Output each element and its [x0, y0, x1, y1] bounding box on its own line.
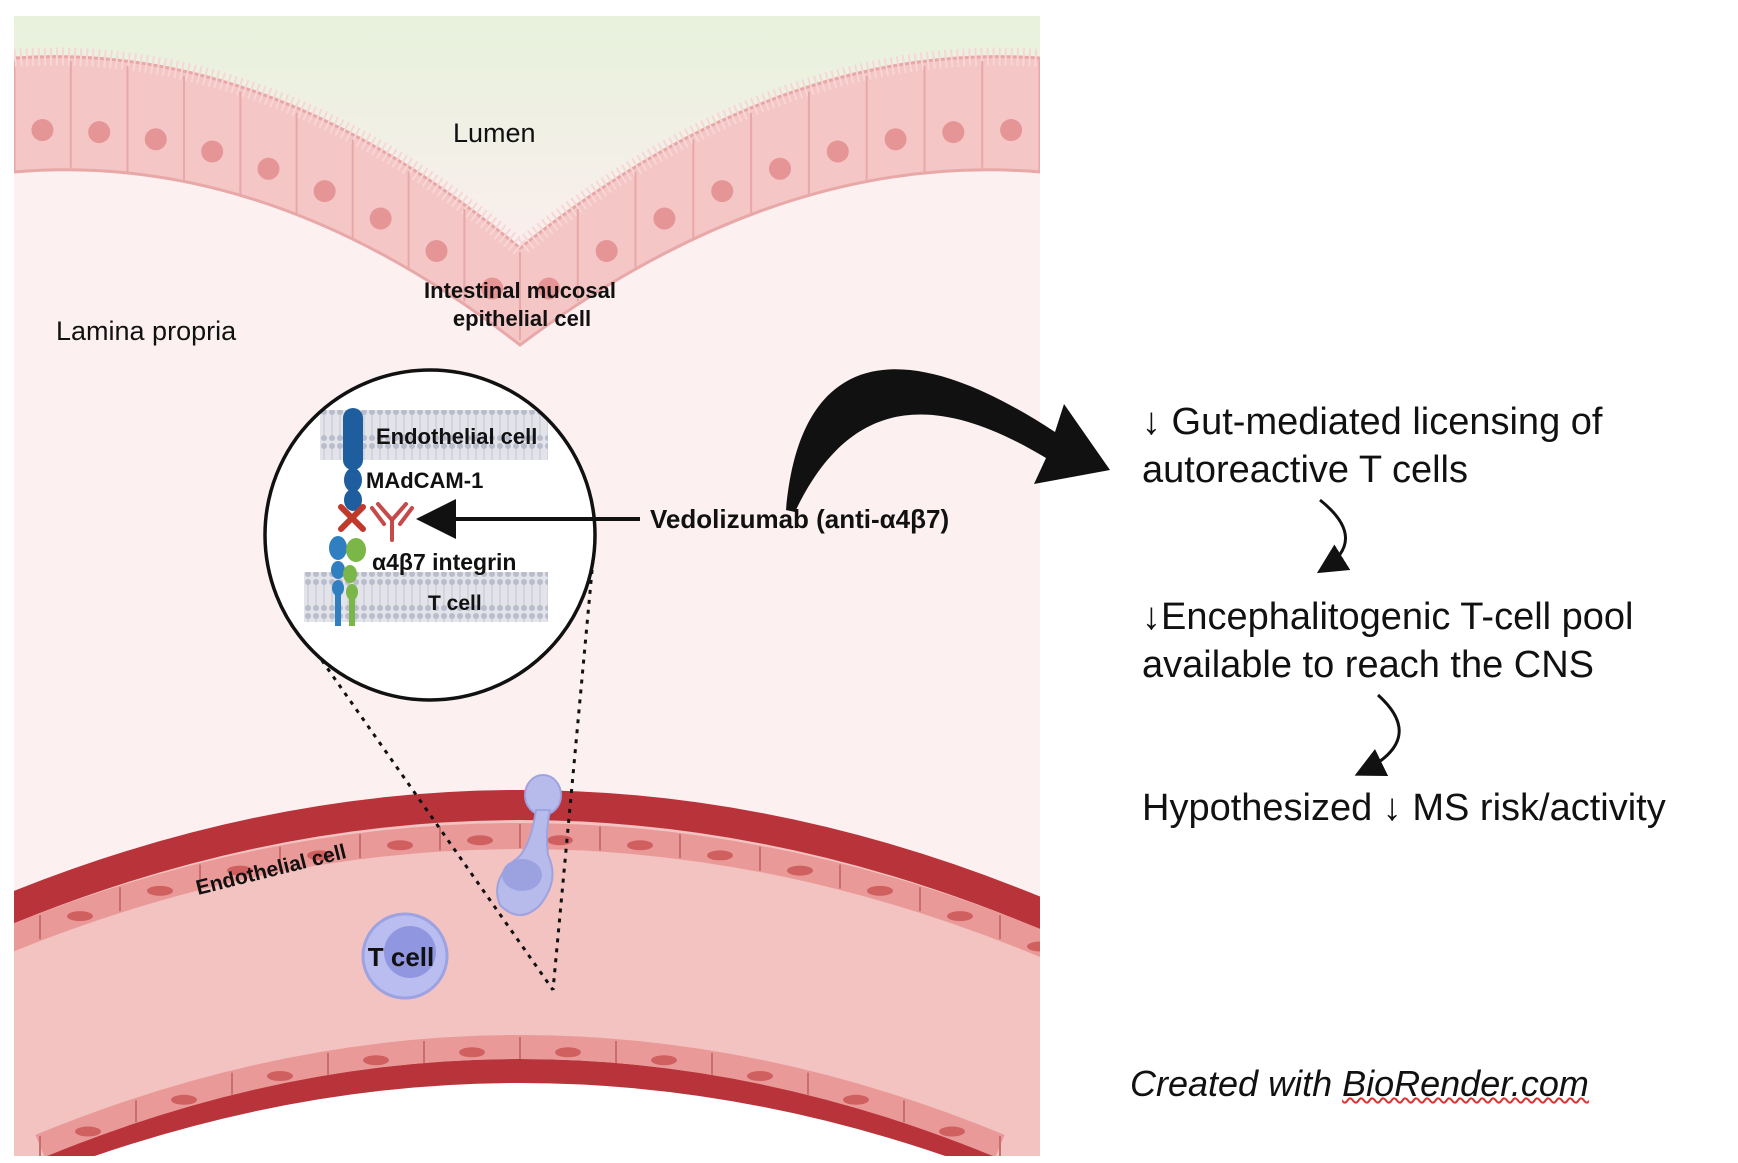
- epithelial-label-line2: epithelial cell: [453, 306, 591, 331]
- lumen-region: [14, 16, 1040, 255]
- flow-step-3: Hypothesized ↓ MS risk/activity: [1142, 784, 1666, 832]
- flow-arrow-2: [1354, 693, 1401, 777]
- cell-nucleus: [144, 128, 167, 151]
- cell-nucleus: [939, 1126, 965, 1137]
- cell-nucleus: [387, 840, 413, 851]
- credit-prefix: Created with: [1130, 1063, 1343, 1104]
- epithelium-band: [14, 55, 1040, 347]
- cell-nucleus: [747, 1071, 773, 1082]
- cell-nucleus: [555, 1047, 581, 1058]
- cell-nucleus: [363, 1055, 389, 1066]
- vessel-t-cell-label: T cell: [368, 942, 434, 972]
- cell-nucleus: [1027, 941, 1040, 952]
- cell-nucleus: [707, 850, 733, 861]
- cell-nucleus: [942, 121, 965, 144]
- cell-nucleus: [481, 277, 504, 300]
- outside-vessel: [94, 1083, 946, 1156]
- cell-nucleus: [227, 865, 253, 876]
- cell-nucleus: [267, 1071, 293, 1082]
- flow-step-2-line2: available to reach the CNS: [1142, 644, 1595, 686]
- cell-nucleus: [884, 128, 907, 151]
- alpha4-beta7-integrin: [329, 536, 366, 626]
- vedolizumab-label: Vedolizumab (anti-α4β7): [650, 504, 949, 534]
- cell-nucleus: [0, 942, 13, 952]
- cell-nucleus: [627, 840, 653, 851]
- cell-nucleus: [307, 850, 333, 861]
- antibody-icon: [370, 502, 414, 542]
- inset-endothelial-label: Endothelial cell: [376, 424, 537, 449]
- lamina-propria-label: Lamina propria: [56, 316, 237, 346]
- cell-nucleus: [769, 157, 791, 180]
- flow-step-2: ↓Encephalitogenic T-cell pool available …: [1142, 593, 1634, 689]
- cell-nucleus: [147, 885, 173, 896]
- inset-t-cell-label: T cell: [428, 592, 482, 615]
- cell-nucleus: [787, 865, 813, 876]
- cell-nucleus: [459, 1047, 485, 1058]
- cell-nucleus: [201, 140, 224, 163]
- cell-nucleus: [653, 207, 676, 230]
- tissue-panel: [0, 16, 1040, 1156]
- epithelial-label-line1: Intestinal mucosal: [424, 278, 616, 303]
- flow-step-1-line2: autoreactive T cells: [1142, 449, 1468, 491]
- cell-nucleus: [88, 121, 111, 144]
- cell-nucleus: [537, 277, 560, 300]
- flow-step-1-line1: ↓ Gut-mediated licensing of: [1142, 401, 1603, 443]
- cell-nucleus: [1000, 119, 1023, 142]
- blocked-binding-x-icon: [338, 504, 366, 532]
- cell-nucleus: [711, 180, 734, 203]
- extravasating-t-cell: [496, 774, 562, 916]
- inset-circle-border: [263, 368, 597, 702]
- cell-nucleus: [31, 119, 54, 142]
- cell-nucleus: [369, 207, 392, 230]
- cell-nucleus: [843, 1094, 869, 1105]
- cell-nucleus: [651, 1055, 677, 1066]
- zoom-line-right: [551, 559, 595, 991]
- cell-nucleus: [826, 140, 849, 163]
- flow-step-3-text: Hypothesized ↓ MS risk/activity: [1142, 787, 1666, 829]
- cell-nucleus: [467, 835, 493, 846]
- cell-nucleus: [595, 239, 618, 262]
- inset-magnification: [263, 368, 640, 702]
- integrin-label: α4β7 integrin: [372, 549, 516, 575]
- flow-step-2-line1: ↓Encephalitogenic T-cell pool: [1142, 596, 1634, 638]
- bottom-endothelial-cells: [39, 1037, 1001, 1156]
- cell-nucleus: [171, 1094, 197, 1105]
- cell-nucleus: [425, 239, 448, 262]
- madcam-1-molecule: [343, 408, 363, 511]
- cell-nucleus: [75, 1126, 101, 1137]
- cell-nucleus: [947, 911, 973, 922]
- lumen-label: Lumen: [453, 118, 536, 148]
- cell-nucleus: [313, 180, 336, 203]
- madcam-label: MAdCAM-1: [366, 468, 483, 493]
- t-cell-membrane: [304, 572, 548, 622]
- flow-arrow-1: [1316, 498, 1351, 574]
- top-endothelial-cells: [0, 824, 1040, 952]
- cell-nucleus: [67, 911, 93, 922]
- cell-nucleus: [867, 885, 893, 896]
- biorender-link[interactable]: BioRender.com: [1342, 1063, 1589, 1104]
- vessel-outer-wall: [14, 790, 1040, 930]
- circulating-t-cell: [361, 912, 449, 1000]
- credit-line: Created with BioRender.com: [1130, 1063, 1589, 1105]
- epithelial-cells: [14, 61, 1040, 340]
- curved-arrow: [786, 369, 1110, 512]
- cell-nucleus: [547, 835, 573, 846]
- flow-step-1: ↓ Gut-mediated licensing of autoreactive…: [1142, 398, 1602, 494]
- cell-nucleus: [257, 157, 280, 180]
